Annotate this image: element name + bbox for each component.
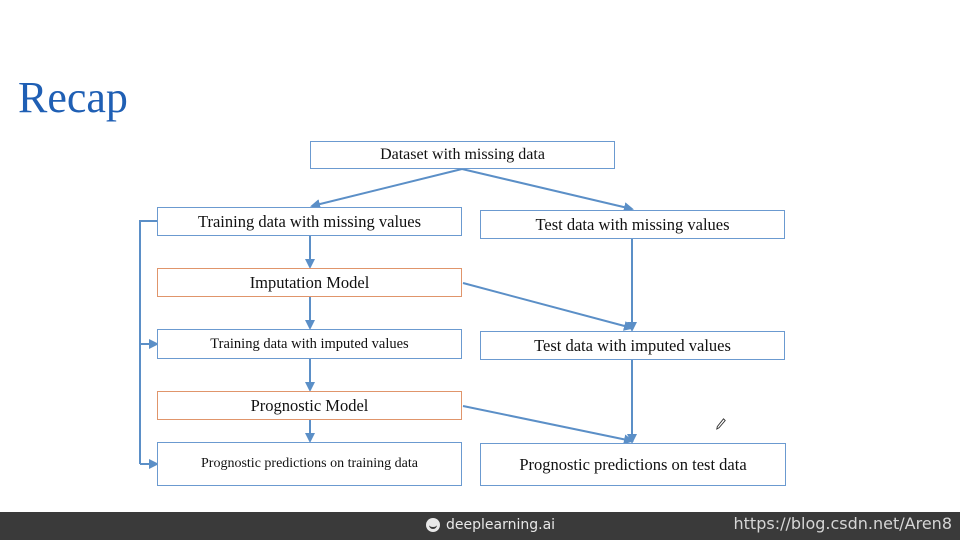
arrow-imputation-to-test-imputed bbox=[462, 282, 634, 331]
imputation-model-box: Imputation Model bbox=[157, 268, 462, 297]
test-missing-box: Test data with missing values bbox=[480, 210, 785, 239]
train-predictions-box: Prognostic predictions on training data bbox=[157, 442, 462, 486]
dataset-box: Dataset with missing data bbox=[310, 141, 615, 169]
train-missing-label: Training data with missing values bbox=[197, 211, 422, 231]
train-imputed-box: Training data with imputed values bbox=[157, 329, 462, 359]
train-predictions-label: Prognostic predictions on training data bbox=[201, 456, 418, 471]
deeplearning-logo-icon bbox=[426, 518, 440, 532]
arrow-dataset-to-train bbox=[310, 168, 463, 209]
footer-bar: deeplearning.ai https://blog.csdn.net/Ar… bbox=[0, 512, 960, 540]
prognostic-model-box: Prognostic Model bbox=[157, 391, 462, 420]
arrow-prognostic-to-test-predictions bbox=[462, 405, 634, 445]
imputation-model-label: Imputation Model bbox=[249, 272, 370, 292]
slide: Recap Dataset with missing data Training… bbox=[18, 73, 786, 486]
bracket-feedback-line bbox=[139, 220, 157, 464]
watermark-url: https://blog.csdn.net/Aren8 bbox=[733, 514, 952, 533]
train-imputed-label: Training data with imputed values bbox=[210, 335, 409, 352]
test-missing-label: Test data with missing values bbox=[535, 214, 730, 234]
brand: deeplearning.ai bbox=[426, 517, 555, 533]
test-imputed-label: Test data with imputed values bbox=[534, 335, 731, 355]
dataset-label: Dataset with missing data bbox=[380, 146, 545, 163]
test-predictions-box: Prognostic predictions on test data bbox=[480, 443, 786, 486]
flow-arrows bbox=[139, 168, 637, 469]
pencil-cursor-icon bbox=[716, 418, 726, 430]
train-missing-box: Training data with missing values bbox=[157, 207, 462, 236]
arrow-dataset-to-test bbox=[461, 168, 634, 213]
brand-name: deeplearning.ai bbox=[446, 517, 556, 533]
prognostic-model-label: Prognostic Model bbox=[250, 395, 369, 415]
test-imputed-box: Test data with imputed values bbox=[480, 331, 785, 360]
test-predictions-label: Prognostic predictions on test data bbox=[519, 454, 747, 474]
slide-title: Recap bbox=[18, 73, 128, 122]
